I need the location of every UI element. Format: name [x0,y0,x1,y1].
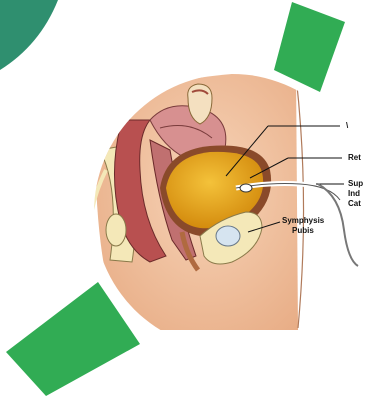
green-slash-top [274,2,345,92]
symphysis-label-line2: Pubis [292,226,314,235]
symphysis-label-line1: Symphysis [282,216,324,225]
catheter-label-line3: Cat [348,199,361,208]
catheter-insertion [240,184,252,192]
catheter-balloon [216,226,240,246]
catheter-label-line2: Ind [348,189,360,198]
retropubic-label: Ret [348,153,361,162]
green-slash-bottom [6,282,140,396]
corner-teal-shape [0,0,58,70]
catheter-label-line1: Sup [348,179,363,188]
top-label: \ [346,121,348,130]
coccyx [106,214,126,246]
